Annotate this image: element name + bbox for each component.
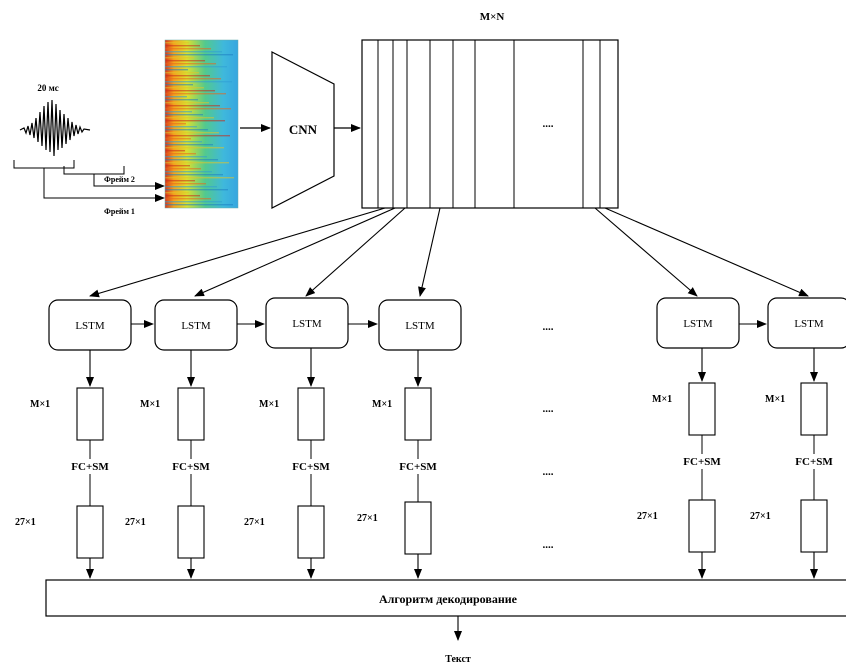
- lstm-column-5: LSTM M×1FC+SM 27×1: [637, 297, 740, 579]
- output-vector: [800, 499, 828, 553]
- fc-ellipsis: ....: [543, 466, 554, 478]
- output-vector: [404, 501, 432, 555]
- hidden-vector: [76, 387, 104, 441]
- lstm-column-6: LSTM M×1FC+SM 27×1: [750, 297, 846, 579]
- hidden-vector: [177, 387, 205, 441]
- lstm-cell: [378, 299, 462, 351]
- output-size-label: 27×1: [244, 517, 265, 528]
- fc-softmax-label: FC+SM: [683, 456, 721, 468]
- lstm-cell: [154, 299, 238, 351]
- lstm-label: LSTM: [683, 318, 713, 330]
- frame2-label: Фрейм 2: [104, 175, 135, 184]
- output-vector: [177, 505, 205, 559]
- fc-softmax-label: FC+SM: [399, 461, 437, 473]
- audio-waveform: [19, 99, 91, 157]
- vector-size-label: M×1: [372, 399, 392, 410]
- output-vector: [297, 505, 325, 559]
- fc-softmax-label: FC+SM: [795, 456, 833, 468]
- decoder-label: Алгоритм декодирование: [379, 592, 518, 606]
- lstm-label: LSTM: [794, 318, 824, 330]
- fc-softmax-label: FC+SM: [71, 461, 109, 473]
- output-size-label: 27×1: [357, 513, 378, 524]
- vector-size-label: M×1: [652, 394, 672, 405]
- out-ellipsis: ....: [543, 539, 554, 551]
- output-text-label: Текст: [445, 654, 471, 665]
- hidden-vector: [800, 382, 828, 436]
- fanout-arrows: [89, 207, 809, 298]
- vector-size-label: M×1: [259, 399, 279, 410]
- frame1-arrow: [43, 174, 165, 202]
- vec-ellipsis: ....: [543, 403, 554, 415]
- frame-duration-label: 20 мс: [37, 83, 58, 93]
- decoder-box: [45, 579, 846, 617]
- fc-softmax-label: FC+SM: [292, 461, 330, 473]
- lstm-column-1: LSTM M×1FC+SM 27×1: [15, 299, 132, 579]
- lstm-ellipsis: ....: [543, 321, 554, 333]
- feature-map-ellipsis: ....: [543, 118, 554, 130]
- output-size-label: 27×1: [125, 517, 146, 528]
- cnn-label: CNN: [289, 122, 318, 137]
- lstm-label: LSTM: [405, 320, 435, 332]
- fc-softmax-label: FC+SM: [172, 461, 210, 473]
- lstm-label: LSTM: [75, 320, 105, 332]
- lstm-label: LSTM: [181, 320, 211, 332]
- lstm-cell: [265, 297, 349, 349]
- vector-size-label: M×1: [30, 399, 50, 410]
- lstm-column-4: LSTM M×1FC+SM 27×1: [357, 299, 462, 579]
- vector-size-label: M×1: [765, 394, 785, 405]
- output-vector: [688, 499, 716, 553]
- output-size-label: 27×1: [637, 511, 658, 522]
- hidden-vector: [688, 382, 716, 436]
- lstm-column-2: LSTM M×1FC+SM 27×1: [125, 299, 238, 579]
- lstm-column-3: LSTM M×1FC+SM 27×1: [244, 297, 349, 579]
- lstm-cell: [767, 297, 846, 349]
- spectrogram: [164, 39, 239, 209]
- output-size-label: 27×1: [750, 511, 771, 522]
- feature-map: [361, 39, 619, 209]
- vector-size-label: M×1: [140, 399, 160, 410]
- feature-map-size-label: M×N: [480, 11, 505, 23]
- frame1-label: Фрейм 1: [104, 207, 135, 216]
- lstm-label: LSTM: [292, 318, 322, 330]
- frame-bracket-2: [63, 166, 125, 180]
- hidden-vector: [404, 387, 432, 441]
- hidden-vector: [297, 387, 325, 441]
- output-vector: [76, 505, 104, 559]
- cnn-block: [271, 51, 335, 209]
- frame-bracket-1: [13, 160, 75, 174]
- frame2-arrow: [93, 180, 165, 190]
- lstm-cell: [656, 297, 740, 349]
- output-size-label: 27×1: [15, 517, 36, 528]
